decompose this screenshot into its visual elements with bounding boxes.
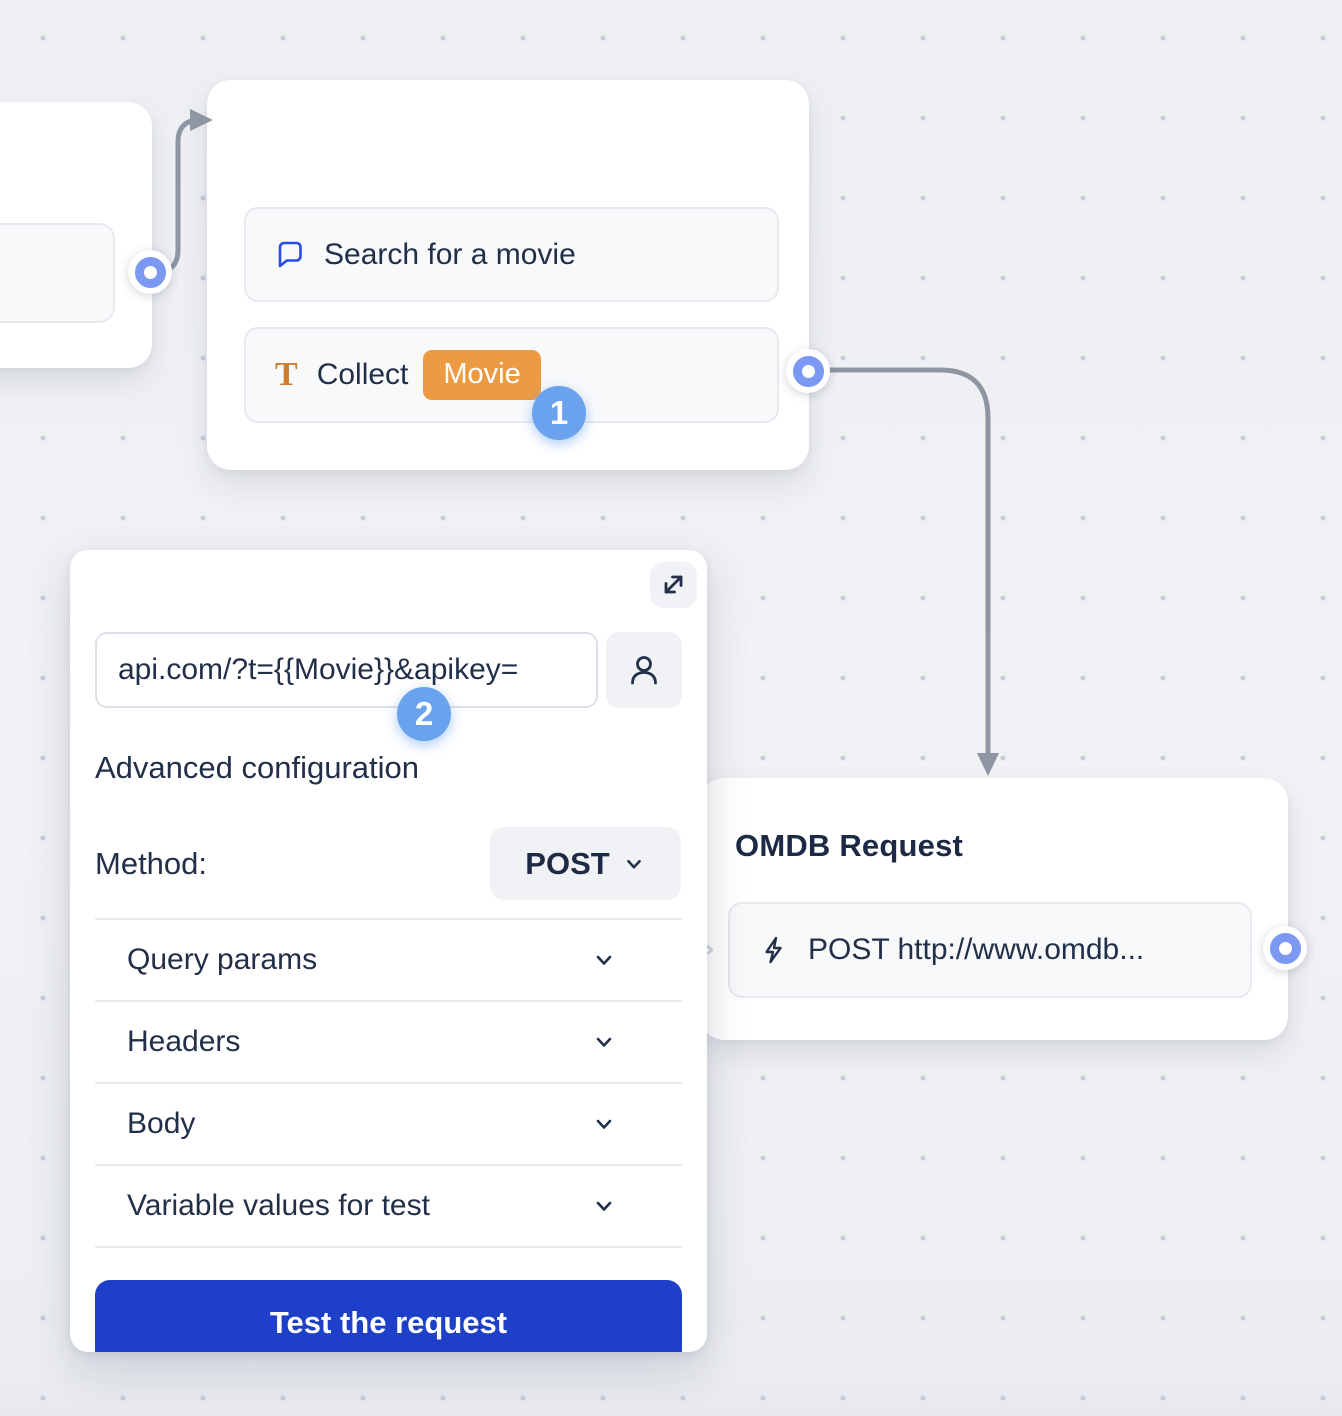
test-request-button[interactable]: Test the request [95,1280,682,1352]
lightning-icon [759,935,789,965]
item-label: Search for a movie [324,237,576,271]
chevron-down-icon [626,859,641,869]
divider [95,1246,682,1248]
chevron-down-icon [596,1201,612,1211]
person-icon [631,656,657,685]
divider [95,1164,682,1166]
section-headers[interactable]: Headers [95,1002,682,1082]
section-variable-values[interactable]: Variable values for test [95,1166,682,1246]
method-dropdown[interactable]: POST [490,827,681,900]
item-label: POST http://www.omdb... [808,933,1145,966]
expand-button[interactable] [650,562,697,608]
variable-chip-movie[interactable]: Movie [423,350,541,400]
node-title: OMDB Request [735,828,964,863]
text-input-icon: T [275,356,298,393]
omdb-request-node[interactable]: OMDB Request POST http://www.omdb... [700,778,1288,1040]
port-ring-icon [792,355,824,387]
chat-bubble-icon [275,240,305,270]
assign-agent-button[interactable] [606,632,682,708]
partial-left-node-item[interactable] [0,223,115,323]
step-badge-2: 2 [397,687,451,741]
method-value: POST [525,845,610,881]
chevron-down-icon [596,1119,612,1129]
port-ring-icon [1269,932,1301,964]
url-input[interactable]: api.com/?t={{Movie}}&apikey= [95,632,598,708]
section-label: Body [127,1107,196,1140]
step-badge-1: 1 [532,386,586,440]
advanced-configuration-label: Advanced configuration [95,750,420,785]
chevron-down-icon [596,955,612,965]
item-label: Collect [316,358,409,391]
section-label: Variable values for test [127,1189,430,1222]
divider [95,1082,682,1084]
collect-movie-item[interactable]: T Collect Movie [244,327,779,423]
url-input-value: api.com/?t={{Movie}}&apikey= [118,653,519,686]
section-label: Query params [127,943,318,976]
output-port[interactable] [786,349,830,393]
expand-icon [664,575,683,594]
post-request-item[interactable]: POST http://www.omdb... [728,902,1252,998]
method-label: Method: [95,846,208,881]
output-port[interactable] [128,250,172,294]
port-ring-icon [134,256,166,288]
chevron-down-icon [596,1037,612,1047]
section-label: Headers [127,1025,241,1058]
divider [95,918,682,920]
divider [95,1000,682,1002]
movie-search-node[interactable]: Movie search Search for a movie T Collec… [207,80,809,470]
partial-left-node[interactable] [0,102,152,368]
section-query-params[interactable]: Query params [95,920,682,1000]
search-for-movie-item[interactable]: Search for a movie [244,207,779,302]
section-body[interactable]: Body [95,1084,682,1164]
webhook-config-panel: api.com/?t={{Movie}}&apikey= Advanced co… [70,550,707,1352]
output-port[interactable] [1263,926,1307,970]
